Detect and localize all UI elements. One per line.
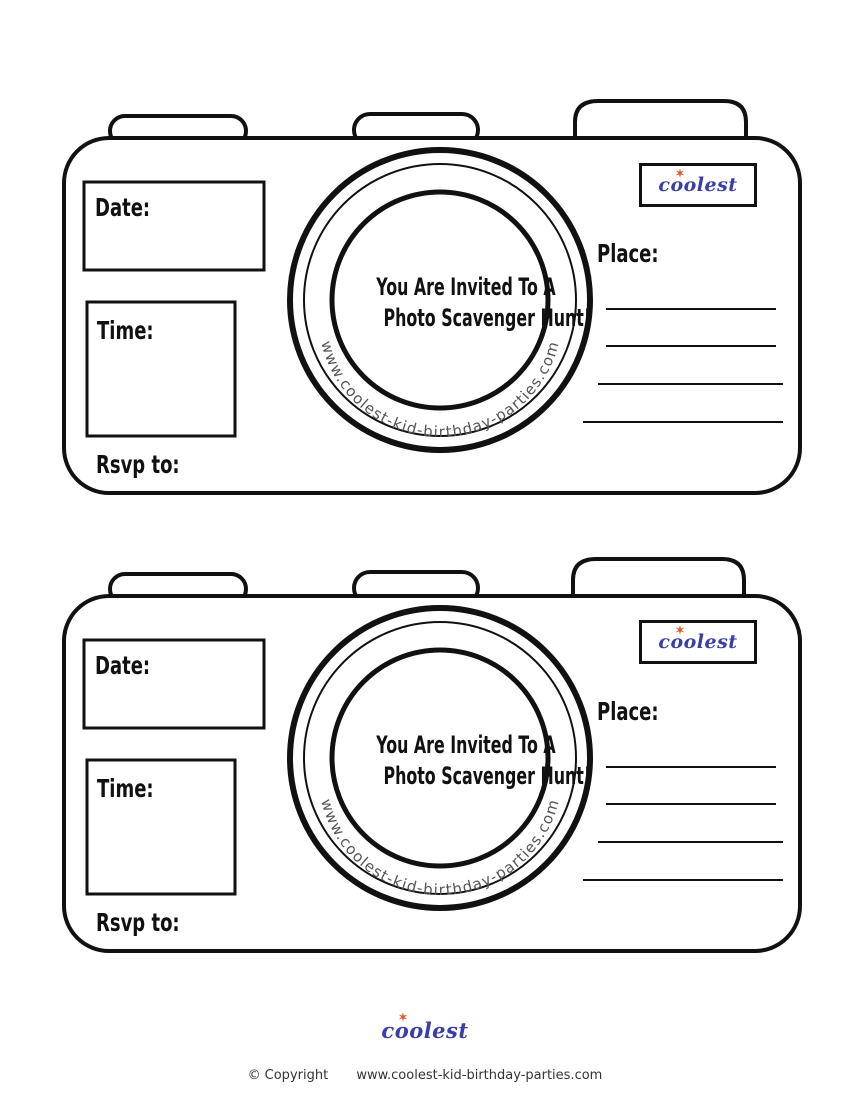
brand-badge: ✶coolest	[639, 163, 757, 207]
copyright-notice: ©Copyright	[247, 1068, 329, 1083]
lens-center	[329, 189, 551, 411]
spark-icon: ✶	[675, 624, 686, 637]
date-box	[82, 638, 266, 730]
camera-flash-housing	[573, 99, 748, 142]
date-box	[82, 180, 266, 272]
brand-logo: ✶coolest	[658, 167, 738, 196]
time-label: Time:	[97, 316, 154, 345]
lens-center	[329, 647, 551, 869]
rsvp-label: Rsvp to:	[96, 908, 180, 937]
copyright-icon: ©	[247, 1068, 261, 1083]
invite-heading: You Are Invited To A Photo Scavenger Hun…	[330, 730, 591, 792]
invite-heading: You Are Invited To A Photo Scavenger Hun…	[330, 272, 591, 334]
camera-invitation-1: www.coolest-kid-birthday-parties.com Dat…	[0, 90, 850, 510]
footer-url[interactable]: www.coolest-kid-birthday-parties.com	[356, 1068, 603, 1083]
brand-badge: ✶coolest	[639, 620, 757, 664]
footer: ©Copyright www.coolest-kid-birthday-part…	[0, 1068, 850, 1083]
lens-inner-ring	[303, 621, 577, 895]
time-label: Time:	[97, 774, 154, 803]
camera-flash-housing	[571, 557, 746, 600]
footer-logo: ✶coolest	[0, 1011, 850, 1043]
date-label: Date:	[95, 193, 151, 222]
brand-logo: ✶coolest	[658, 624, 738, 653]
invite-line-2: Photo Scavenger Hunt!	[383, 762, 592, 790]
time-box	[85, 758, 237, 896]
invite-line-2: Photo Scavenger Hunt!	[383, 304, 592, 332]
date-label: Date:	[95, 651, 151, 680]
rsvp-label: Rsvp to:	[96, 450, 180, 479]
place-label: Place:	[597, 239, 659, 268]
spark-icon: ✶	[675, 167, 686, 180]
spark-icon: ✶	[398, 1011, 409, 1024]
invite-line-1: You Are Invited To A	[376, 731, 556, 759]
camera-outline: www.coolest-kid-birthday-parties.com	[62, 557, 802, 953]
time-box	[85, 300, 237, 438]
brand-logo: ✶coolest	[381, 1011, 469, 1043]
invite-line-1: You Are Invited To A	[376, 273, 556, 301]
place-label: Place:	[597, 697, 659, 726]
lens-inner-ring	[303, 163, 577, 437]
camera-invitation-2: www.coolest-kid-birthday-parties.com Dat…	[0, 548, 850, 968]
camera-outline: www.coolest-kid-birthday-parties.com	[62, 99, 802, 495]
